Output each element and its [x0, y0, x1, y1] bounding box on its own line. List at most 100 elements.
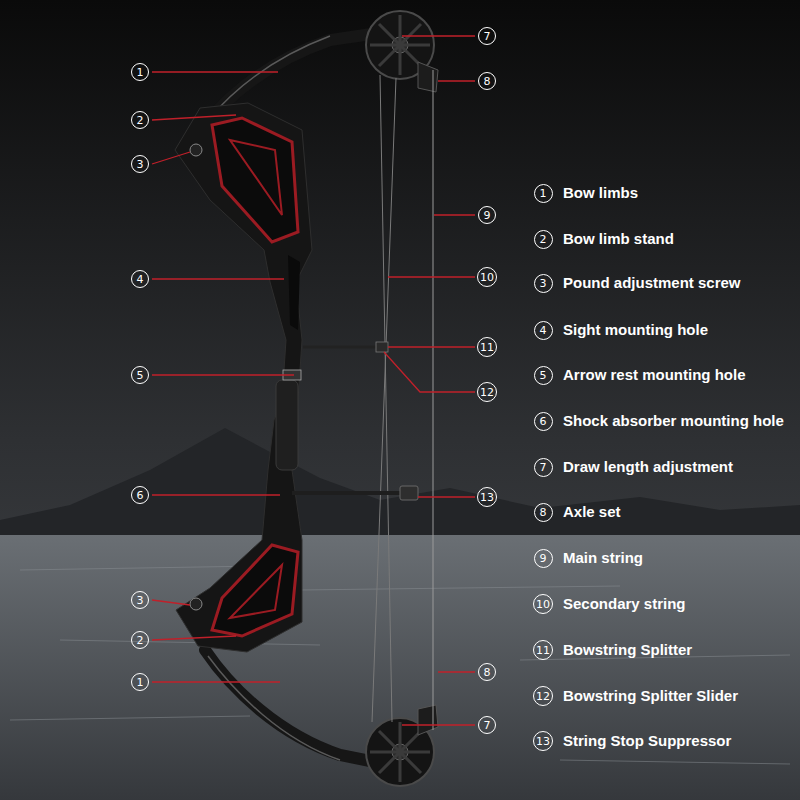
callout-text: 7: [540, 462, 547, 473]
callout-text: 2: [540, 234, 547, 245]
callout-number: 6: [131, 486, 149, 504]
callout-number: 10: [533, 594, 553, 614]
part-name: Shock absorber mounting hole: [563, 412, 784, 430]
pound-screw: [190, 144, 202, 156]
secondary-string: [380, 75, 392, 722]
part-name: Draw length adjustment: [563, 458, 733, 476]
callout-number: 6: [534, 412, 553, 431]
cable-rod: [303, 346, 386, 349]
callout-text: 3: [137, 159, 144, 170]
part-name: Secondary string: [563, 595, 686, 613]
callout-number: 7: [478, 716, 496, 734]
callout-number: 13: [533, 731, 553, 751]
callout-text: 2: [137, 635, 144, 646]
part-name: Pound adjustment screw: [563, 274, 741, 292]
callout-number: 11: [477, 337, 497, 357]
part-name: Bowstring Splitter: [563, 641, 692, 659]
callout-number: 7: [478, 27, 496, 45]
callout-text: 3: [540, 278, 547, 289]
limb-highlight: [208, 656, 340, 760]
string-stop-end: [400, 486, 418, 500]
callout-number: 1: [131, 63, 149, 81]
callout-number: 12: [477, 382, 497, 402]
part-name: Bowstring Splitter Slider: [563, 687, 738, 705]
sight-window: [288, 255, 300, 330]
callout-number: 3: [534, 274, 553, 293]
part-name: Axle set: [563, 503, 621, 521]
callout-text: 1: [137, 677, 144, 688]
callout-text: 8: [540, 507, 547, 518]
callout-text: 5: [137, 370, 144, 381]
callout-text: 4: [540, 325, 547, 336]
callout-text: 10: [480, 272, 494, 283]
callout-number: 11: [533, 640, 553, 660]
callout-text: 6: [540, 416, 547, 427]
callout-number: 12: [533, 686, 553, 706]
callout-number: 2: [131, 631, 149, 649]
callout-text: 1: [137, 67, 144, 78]
callout-text: 9: [540, 553, 547, 564]
callout-number: 1: [534, 184, 553, 203]
callout-text: 5: [540, 370, 547, 381]
callout-text: 11: [480, 342, 494, 353]
grip: [276, 380, 298, 470]
callout-number: 13: [477, 487, 497, 507]
callout-number: 10: [477, 267, 497, 287]
callout-number: 5: [534, 366, 553, 385]
riser: [175, 103, 312, 652]
callout-number: 2: [534, 230, 553, 249]
callout-text: 13: [480, 492, 494, 503]
secondary-string: [372, 78, 396, 722]
callout-number: 2: [131, 111, 149, 129]
callout-text: 4: [137, 274, 144, 285]
callout-number: 3: [131, 155, 149, 173]
part-name: String Stop Suppressor: [563, 732, 731, 750]
mountains: [0, 428, 800, 545]
water: [0, 535, 800, 800]
riser-cutout: [230, 140, 282, 215]
part-name: Bow limb stand: [563, 230, 674, 248]
part-name: Sight mounting hole: [563, 321, 708, 339]
callout-text: 6: [137, 490, 144, 501]
callout-text: 10: [536, 599, 550, 610]
string-stop-rod: [292, 491, 403, 495]
top-cam: [366, 11, 438, 92]
callout-text: 12: [480, 387, 494, 398]
pound-screw: [190, 598, 202, 610]
callout-number: 7: [534, 458, 553, 477]
callout-number: 9: [478, 206, 496, 224]
callout-text: 8: [484, 667, 491, 678]
leader-lines: [152, 36, 475, 725]
bottom-cam: [366, 705, 438, 786]
callout-number: 9: [534, 549, 553, 568]
splitter-slider: [376, 342, 388, 352]
part-name: Arrow rest mounting hole: [563, 366, 746, 384]
callout-text: 11: [536, 645, 550, 656]
callout-number: 8: [478, 663, 496, 681]
callout-number: 1: [131, 673, 149, 691]
callout-text: 2: [137, 115, 144, 126]
part-name: Bow limbs: [563, 184, 638, 202]
callout-text: 8: [484, 76, 491, 87]
callout-text: 9: [484, 210, 491, 221]
callout-text: 1: [540, 188, 547, 199]
callout-number: 8: [478, 72, 496, 90]
callout-text: 3: [137, 595, 144, 606]
riser-cutout: [212, 545, 298, 636]
riser-cutout: [230, 565, 282, 618]
callout-number: 8: [534, 503, 553, 522]
callout-text: 12: [536, 691, 550, 702]
callout-number: 3: [131, 591, 149, 609]
bow-limb: [205, 650, 385, 764]
callout-number: 4: [131, 270, 149, 288]
callout-number: 4: [534, 321, 553, 340]
callout-text: 13: [536, 736, 550, 747]
part-name: Main string: [563, 549, 643, 567]
riser-cutout: [212, 118, 298, 242]
main-string: [433, 70, 434, 730]
callout-text: 7: [484, 31, 491, 42]
callout-text: 7: [484, 720, 491, 731]
